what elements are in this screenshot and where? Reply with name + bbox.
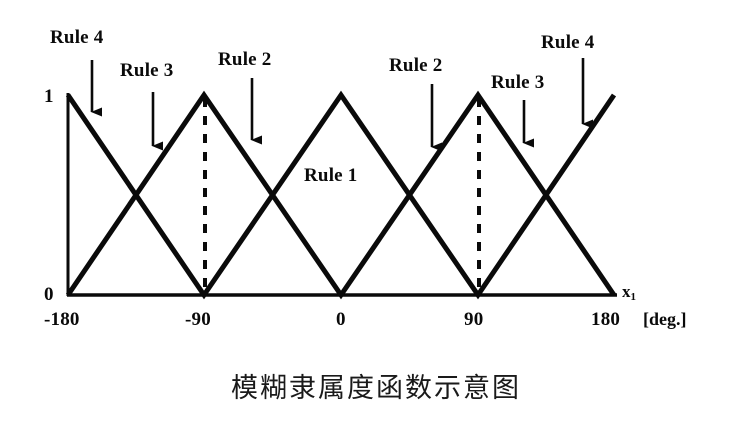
annotation-rule-3-right: Rule 3 [491,72,545,93]
x-axis-variable-label: x1 [622,282,637,303]
annotation-rule-2-right: Rule 2 [389,55,443,76]
x-tick-label-180: 180 [591,309,621,330]
annotation-rule-4-left: Rule 4 [50,27,104,48]
x-tick-label-zero: 0 [336,309,346,330]
x-axis-unit-label: [deg.] [643,309,687,329]
y-tick-label-0: 0 [44,284,54,305]
y-tick-label-1: 1 [44,86,54,107]
x-tick-label-minus-90: -90 [185,309,211,330]
x-tick-label-minus-180: -180 [44,309,80,330]
annotation-rule-3-left: Rule 3 [120,60,174,81]
annotation-rule-4-right: Rule 4 [541,32,595,53]
x-axis-variable-symbol: x [622,282,631,301]
annotation-rule-2-left: Rule 2 [218,49,272,70]
figure-caption: 模糊隶属度函数示意图 [231,373,521,403]
membership-polyline-a [65,90,617,300]
x-axis-variable-subscript: 1 [630,291,637,303]
x-tick-label-90: 90 [464,309,484,330]
membership-polyline-b [65,90,617,300]
annotation-rule-1-center: Rule 1 [304,165,358,186]
